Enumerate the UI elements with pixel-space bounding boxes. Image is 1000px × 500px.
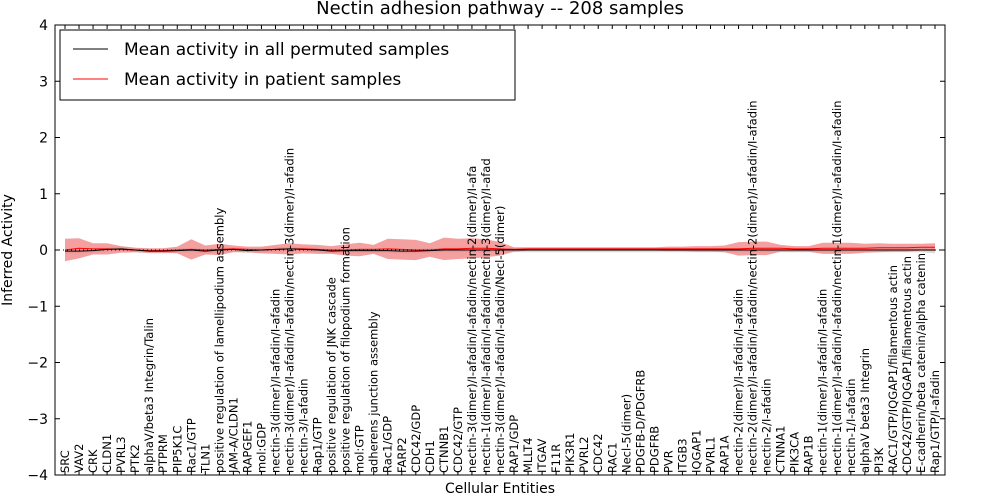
x-tick-label: adherens junction assembly [367, 311, 381, 473]
y-tick-label: 2 [39, 131, 48, 147]
x-tick-label: PTPRM [156, 434, 170, 473]
x-tick-label: PVR [661, 450, 675, 473]
y-tick-label: −4 [27, 468, 48, 484]
x-tick-label: nectin-1(dimer)/I-afadin/I-afadin/nectin… [479, 158, 493, 473]
y-tick-label: −2 [27, 356, 48, 372]
x-tick-label: IQGAP1 [690, 430, 704, 473]
x-tick-label: nectin-1(dimer)/I-afadin/I-afadin [816, 289, 830, 473]
band-series-1 [65, 237, 935, 262]
x-tick-label: RAP1A [718, 435, 732, 473]
x-tick-label: CRK [86, 449, 100, 473]
x-tick-label: PVRL1 [704, 436, 718, 473]
legend-label-permuted: Mean activity in all permuted samples [124, 40, 449, 60]
x-tick-label: CDH1 [423, 440, 437, 473]
x-tick-label: TLN1 [198, 444, 212, 474]
x-tick-label: CLDN1 [100, 434, 114, 473]
x-tick-label: nectin-3(dimer)/I-afadin/I-afadin [269, 289, 283, 473]
x-tick-label: RAP1B [802, 435, 816, 473]
x-tick-label: Rac1/GTP [184, 418, 198, 473]
x-axis-label: Cellular Entities [445, 481, 555, 497]
x-tick-label: alphaV beta3 Integrin [858, 348, 872, 473]
x-tick-label: CDC42/GTP [451, 407, 465, 473]
x-tick-label: VAV2 [72, 444, 86, 473]
x-tick-label: ITGB3 [675, 438, 689, 473]
y-tick-label: 3 [39, 74, 48, 90]
x-tick-label: positive regulation of JNK cascade [325, 277, 339, 473]
x-tick-label: positive regulation of filopodium format… [339, 227, 353, 473]
x-tick-label: Necl-5(dimer) [619, 394, 633, 473]
x-tick-label: RAP1/GDP [507, 415, 521, 473]
y-axis-label: Inferred Activity [0, 194, 16, 306]
x-tick-label: CDC42/GDP [409, 405, 423, 473]
x-tick-label: F11R [549, 444, 563, 473]
x-tick-label: CTNNA1 [774, 426, 788, 473]
x-tick-label: nectin-3/I-afadin [297, 379, 311, 474]
x-tick-label: PTK2 [128, 444, 142, 473]
x-tick-label: RAC1 [605, 442, 619, 473]
x-tick-label: CDC42/GTP/IQGAP1/filamentous actin [900, 256, 914, 473]
x-tick-label: nectin-3(dimer)/I-afadin/I-afadin/Necl-5… [493, 206, 507, 473]
x-tick-label: PI3K [872, 447, 886, 473]
y-axis: −4 −3 −2 −1 0 1 2 3 4 [27, 18, 945, 484]
x-tick-label: Rap1/GTP [311, 417, 325, 473]
y-tick-label: −1 [27, 299, 48, 315]
y-tick-label: 0 [39, 243, 48, 259]
x-tick-label: SRC [58, 450, 72, 473]
x-tick-label: PDGFRB [647, 426, 661, 473]
x-tick-label: nectin-1/I-afadin [844, 379, 858, 474]
y-tick-label: −3 [27, 412, 48, 428]
x-tick-label: MLLT4 [521, 438, 535, 474]
x-tick-label: nectin-2/I-afadin [760, 379, 774, 474]
x-tick-label: nectin-1(dimer)/I-afadin/I-afadin/nectin… [830, 101, 844, 473]
x-tick-label: mol:GTP [353, 425, 367, 473]
legend-label-patient: Mean activity in patient samples [124, 70, 401, 90]
x-tick-label: mol:GDP [255, 423, 269, 473]
x-tick-label: PIK3R1 [563, 433, 577, 474]
y-tick-label: 4 [39, 18, 48, 34]
x-tick-label: E-cadherin/beta catenin/alpha catenin [914, 253, 928, 473]
legend: Mean activity in all permuted samples Me… [59, 29, 516, 101]
x-tick-label: PVRL2 [577, 436, 591, 473]
x-tick-label: JAM-A/CLDN1 [226, 397, 240, 474]
x-tick-label: alphaV/beta3 Integrin/Talin [142, 318, 156, 473]
x-tick-label: Rac1/GDP [381, 416, 395, 473]
x-tick-label: PDGFB-D/PDGFRB [633, 370, 647, 473]
x-tick-label: PIK3CA [788, 432, 802, 473]
x-tick-label: ITGAV [535, 439, 549, 473]
x-tick-label: nectin-2(dimer)/I-afadin/I-afadin/nectin… [746, 101, 760, 473]
x-tick-label: PIP5K1C [170, 426, 184, 473]
legend-box [59, 29, 516, 101]
y-tick-label: 1 [39, 187, 48, 203]
line-series-1 [64, 246, 935, 252]
x-tick-label: CDC42 [591, 433, 605, 473]
x-tick-label: Rap1/GTP/I-afadin [928, 370, 942, 473]
x-tick-label: CTNNB1 [437, 426, 451, 473]
x-tick-label: nectin-3(dimer)/I-afadin/I-afadin/nectin… [465, 166, 479, 473]
x-tick-label: positive regulation of lamellipodium ass… [212, 208, 226, 473]
x-tick-label: RAC1/GTP/IQGAP1/filamentous actin [886, 265, 900, 473]
x-tick-label: PVRL3 [114, 436, 128, 473]
chart-title: Nectin adhesion pathway -- 208 samples [316, 0, 684, 19]
x-tick-label: nectin-3(dimer)/I-afadin/I-afadin/nectin… [283, 148, 297, 473]
x-tick-label: RAPGEF1 [240, 421, 254, 473]
x-tick-label: nectin-2(dimer)/I-afadin/I-afadin [732, 289, 746, 473]
x-tick-label: FARP2 [395, 437, 409, 473]
